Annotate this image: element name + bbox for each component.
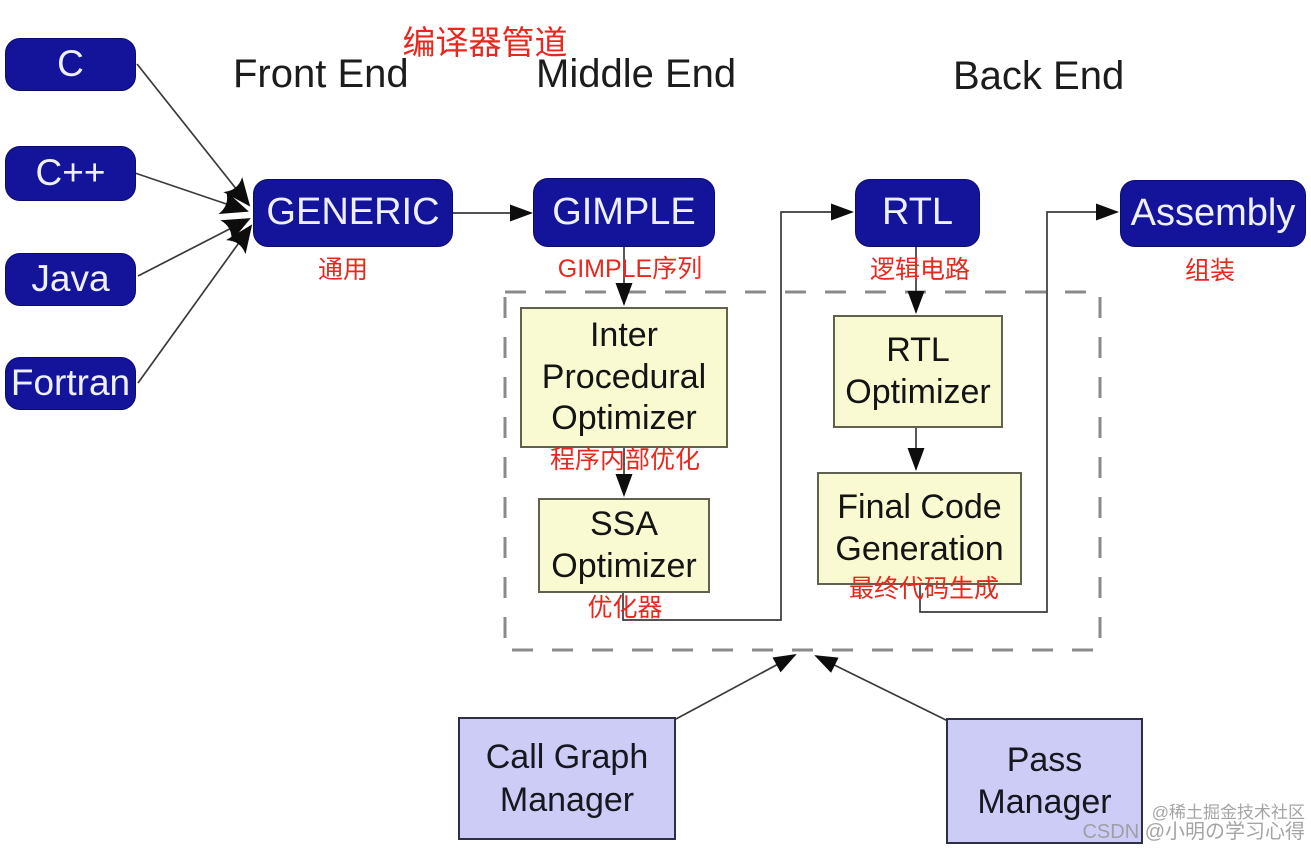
arrow-callgraph-to-region — [675, 654, 797, 720]
node-fortran: Fortran — [5, 357, 136, 410]
annotation-inter-procedural-optimizer: 程序内部优化 — [549, 446, 701, 474]
node-gimple: GIMPLE — [533, 178, 715, 247]
section-header-back-end: Back End — [953, 54, 1125, 98]
annotation-assembly: 组装 — [1184, 257, 1236, 285]
arrow-cpp-to-generic — [134, 172, 249, 215]
annotation-generic: 通用 — [317, 256, 369, 284]
annotation-gimple: GIMPLE序列 — [557, 255, 703, 283]
node-cpp: C++ — [5, 146, 136, 201]
section-header-front-end: Front End — [233, 52, 409, 96]
watermark: @稀土掘金技术社区 CSDN @小明の学习心得 — [1082, 804, 1305, 842]
node-generic: GENERIC — [253, 179, 453, 247]
arrow-java-to-generic — [137, 218, 251, 277]
arrow-c-to-generic — [136, 63, 251, 207]
watermark-line-2: CSDN @小明の学习心得 — [1082, 821, 1305, 843]
annotation-rtl: 逻辑电路 — [869, 256, 971, 284]
node-inter-procedural-optimizer: Inter Procedural Optimizer — [520, 307, 728, 448]
node-c: C — [5, 38, 136, 91]
annotation-final-code-generation: 最终代码生成 — [848, 575, 1000, 603]
node-call-graph-manager: Call Graph Manager — [458, 717, 676, 840]
node-java: Java — [5, 253, 136, 306]
arrow-fortran-to-generic — [137, 224, 253, 384]
diagram-title: 编译器管道 — [402, 24, 568, 61]
annotation-ssa-optimizer: 优化器 — [587, 594, 663, 622]
node-final-code-generation: Final Code Generation — [817, 472, 1022, 585]
node-pass-manager: Pass Manager — [946, 718, 1143, 844]
arrow-ssa-to-rtl — [622, 203, 854, 621]
watermark-line-1: @稀土掘金技术社区 — [1151, 803, 1305, 822]
arrow-finalgen-to-assembly — [919, 203, 1119, 613]
section-header-middle-end: Middle End — [536, 52, 737, 96]
node-rtl: RTL — [855, 179, 980, 247]
node-ssa-optimizer: SSA Optimizer — [538, 498, 710, 593]
arrow-passmanager-to-region — [814, 655, 949, 722]
node-rtl-optimizer: RTL Optimizer — [833, 315, 1003, 428]
optimization-region-dashed-box — [503, 290, 1102, 652]
node-assembly: Assembly — [1120, 180, 1306, 247]
